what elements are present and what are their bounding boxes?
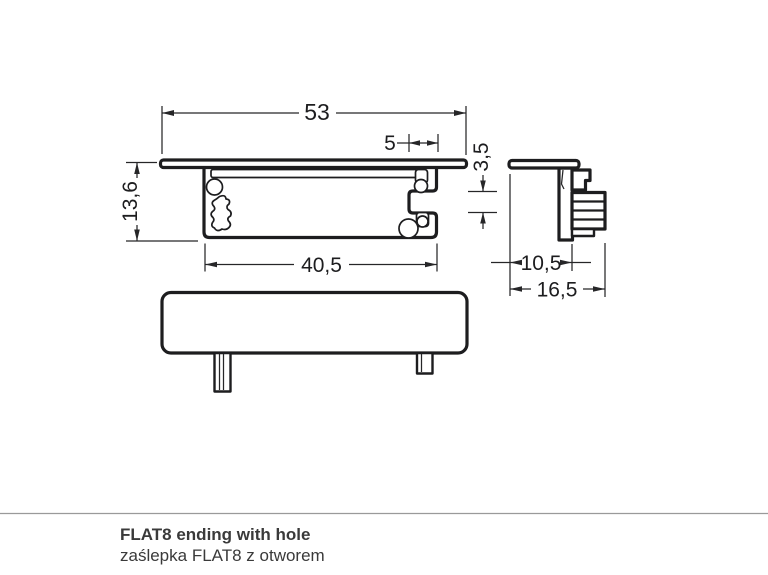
screw-hole-right: [398, 218, 419, 239]
dim-label-side-inner-depth: 10,5: [521, 252, 562, 275]
side-flange: [507, 158, 581, 170]
side-tab-upper: [570, 168, 592, 192]
front-pin-right: [415, 351, 434, 375]
dim-label-body-width: 40,5: [301, 254, 342, 277]
clip-circle-lower: [416, 215, 429, 228]
dimension-40-5: 40,5: [204, 243, 438, 277]
endcap-flange: [158, 158, 469, 170]
product-title: FLAT8 ending with hole: [120, 525, 310, 544]
dimension-10-5: 10,5: [491, 174, 591, 296]
dim-label-side-overall-depth: 16,5: [537, 279, 578, 302]
dimension-13-6: 13,6: [119, 161, 198, 242]
view-cross-section: [158, 158, 469, 240]
clip-circle-upper: [413, 178, 429, 194]
dimension-5: 5: [384, 132, 439, 155]
title-block: FLAT8 ending with hole zaślepka FLAT8 z …: [0, 512, 768, 565]
front-cap-face: [160, 290, 469, 355]
side-detail-line: [560, 169, 565, 190]
dim-label-notch-height: 3,5: [470, 142, 493, 171]
dimension-3-5: 3,5: [468, 142, 497, 229]
dim-label-overall-height: 13,6: [119, 181, 142, 222]
front-pin-left: [213, 351, 232, 393]
dim-label-overall-width: 53: [304, 99, 330, 125]
dimension-16-5: 16,5: [510, 243, 606, 302]
side-foot: [570, 227, 596, 238]
endcap-body-outline: [202, 164, 439, 240]
dim-label-notch-depth: 5: [384, 132, 396, 155]
strip-slot-hole: [210, 168, 418, 179]
product-subtitle: zaślepka FLAT8 z otworem: [120, 546, 325, 565]
view-side: [507, 158, 607, 242]
dimension-53: 53: [161, 99, 467, 155]
screw-channel-profile: [210, 194, 232, 232]
view-front: [160, 290, 469, 393]
screw-hole-left: [205, 178, 224, 196]
